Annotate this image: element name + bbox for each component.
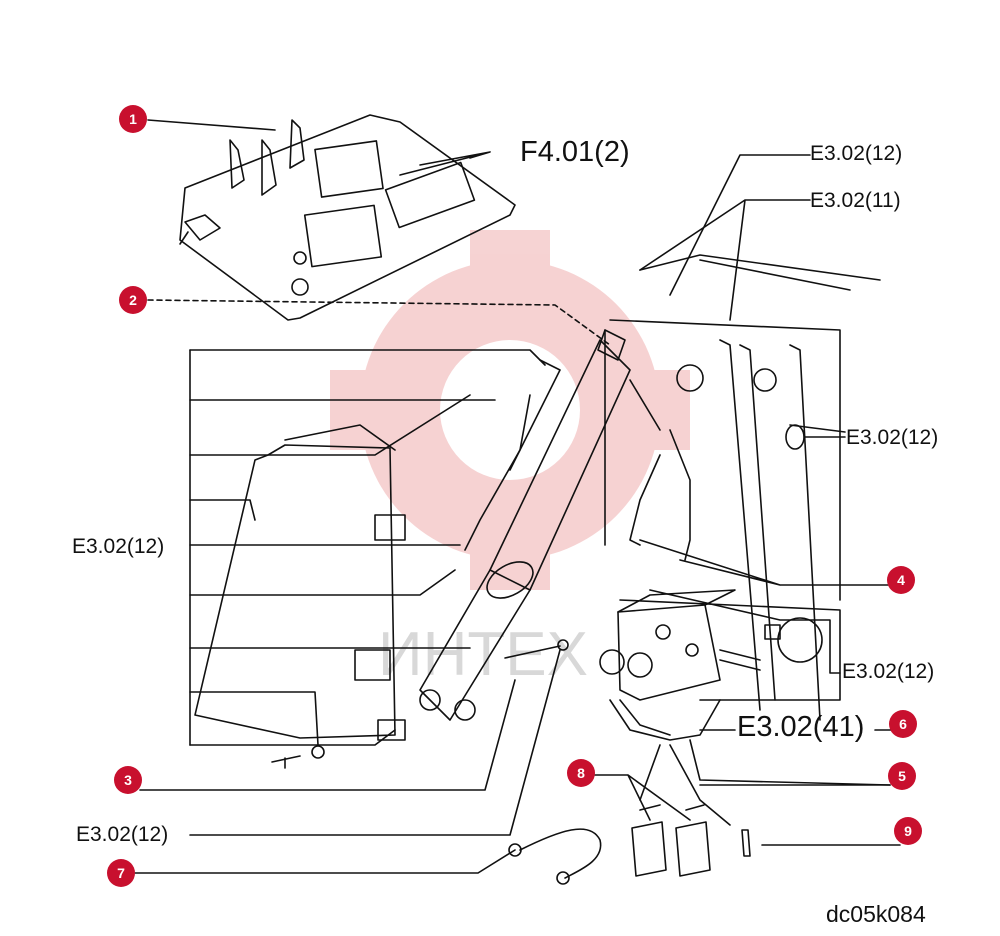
leader-e302-12-top: [669, 154, 811, 296]
ref-label-e302-12-lower: E3.02(12): [842, 660, 935, 683]
wiring-harness: [609, 699, 891, 826]
callout-2: 2: [119, 286, 147, 314]
ref-label-e302-12-left: E3.02(12): [72, 535, 165, 558]
leader-e302-11: [639, 199, 811, 321]
leader-8: [594, 774, 691, 821]
leader-1: [147, 119, 276, 131]
callout-5: 5: [888, 762, 916, 790]
ref-label-e302-12-top: E3.02(12): [810, 142, 903, 165]
watermark-text: ИНТЕХ: [378, 620, 588, 689]
leader-3: [139, 679, 516, 791]
drawing-code: dc05k084: [826, 901, 926, 927]
left-leader-bracket: [189, 349, 546, 746]
hydraulic-hoses: [464, 359, 691, 561]
ref-label-f401: F4.01(2): [520, 136, 630, 168]
callout-1: 1: [119, 105, 147, 133]
callout-8: 8: [567, 759, 595, 787]
ref-label-e302-11: E3.02(11): [810, 189, 901, 212]
valve-block: [599, 589, 781, 701]
pin: [741, 829, 751, 857]
bolt: [504, 645, 561, 659]
bolt: [271, 755, 301, 769]
hydraulic-cylinder: [419, 329, 631, 721]
callout-7: 7: [107, 859, 135, 887]
leader-e302-12-bottom: [189, 649, 561, 836]
leader-7: [134, 849, 516, 874]
callout-6: 6: [889, 710, 917, 738]
leader-4: [639, 539, 891, 586]
protective-cover: [194, 424, 406, 741]
watermark-gear-logo: [330, 230, 690, 590]
control-panel-plate: [179, 114, 516, 321]
ground-cable: [508, 828, 602, 885]
callout-4: 4: [887, 566, 915, 594]
callout-3: 3: [114, 766, 142, 794]
leader-2: [147, 299, 611, 346]
leader-e302-12-lower: [649, 589, 841, 674]
ref-label-e302-41: E3.02(41): [737, 711, 865, 743]
loader-frame: [604, 254, 881, 721]
ref-label-e302-12-bottom: E3.02(12): [76, 823, 169, 846]
ref-label-e302-12-upper: E3.02(12): [846, 426, 939, 449]
callout-9: 9: [894, 817, 922, 845]
leader-f401: [399, 151, 491, 176]
connector-plugs: [631, 804, 711, 877]
